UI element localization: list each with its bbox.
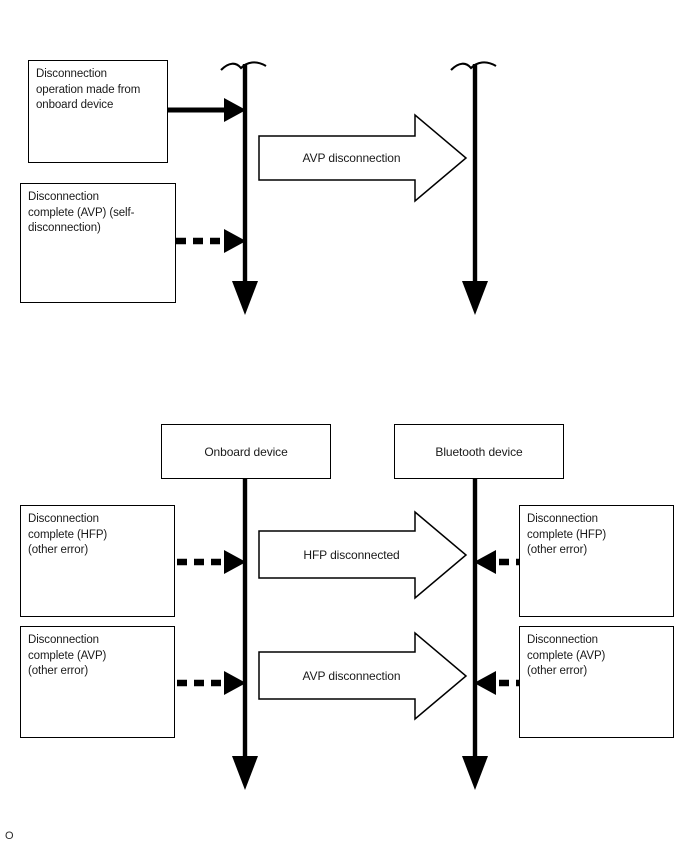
note-hfp-other-error-left: Disconnection complete (HFP) (other erro… [20, 505, 175, 617]
note-avp-other-error-right: Disconnection complete (AVP) (other erro… [519, 626, 674, 738]
lifeline-break-wave-icon [220, 61, 267, 71]
note-text: Disconnection complete (HFP) (other erro… [28, 513, 108, 557]
note-body: Disconnection complete (AVP) (other erro… [20, 626, 175, 738]
arrow-head-icon [224, 550, 246, 574]
block-arrow-avp-disconnection-top [258, 113, 468, 203]
block-arrow-hfp-disconnected [258, 510, 468, 600]
arrow-head-icon [474, 550, 496, 574]
note-text: Disconnection complete (AVP) (other erro… [527, 634, 606, 678]
arrow-disconnect-operation [168, 98, 246, 122]
block-arrow-avp-disconnection-bottom [258, 631, 468, 721]
bluetooth-lifeline-top [450, 61, 497, 315]
header-bluetooth-device-label: Bluetooth device [435, 444, 523, 459]
arrow-avp-other-error-left [177, 671, 246, 695]
note-avp-other-error-left: Disconnection complete (AVP) (other erro… [20, 626, 175, 738]
note-text: Disconnection complete (HFP) (other erro… [527, 513, 607, 557]
arrow-head-icon [224, 98, 246, 122]
header-onboard-device: Onboard device [161, 424, 331, 479]
note-hfp-other-error-right: Disconnection complete (HFP) (other erro… [519, 505, 674, 617]
arrow-head-icon [224, 671, 246, 695]
note-body: Disconnection operation made from onboar… [28, 60, 168, 163]
onboard-lifeline-top [220, 61, 267, 315]
note-text: Disconnection complete (AVP) (other erro… [28, 634, 107, 678]
note-text: Disconnection complete (AVP) (self- disc… [28, 191, 135, 235]
arrow-hfp-other-error-left [177, 550, 246, 574]
lifeline-end-arrowhead-icon [462, 756, 488, 790]
lifeline-end-arrowhead-icon [232, 281, 258, 315]
lifeline-end-arrowhead-icon [232, 756, 258, 790]
note-disconnect-complete-avp-self: Disconnection complete (AVP) (self- disc… [20, 183, 176, 303]
bluetooth-lifeline-bottom [462, 478, 488, 790]
note-disconnect-operation: Disconnection operation made from onboar… [28, 60, 168, 163]
note-body: Disconnection complete (HFP) (other erro… [519, 505, 674, 617]
arrow-head-icon [224, 229, 246, 253]
page-corner-mark: O [5, 830, 14, 842]
note-body: Disconnection complete (HFP) (other erro… [20, 505, 175, 617]
lifeline-end-arrowhead-icon [462, 281, 488, 315]
onboard-lifeline-bottom [232, 478, 258, 790]
note-text: Disconnection operation made from onboar… [36, 68, 141, 112]
note-body: Disconnection complete (AVP) (other erro… [519, 626, 674, 738]
header-bluetooth-device: Bluetooth device [394, 424, 564, 479]
note-body: Disconnection complete (AVP) (self- disc… [20, 183, 176, 303]
arrow-disconnect-complete-avp-self [176, 229, 246, 253]
lifeline-break-wave-icon [450, 61, 497, 71]
arrow-head-icon [474, 671, 496, 695]
header-onboard-device-label: Onboard device [204, 444, 288, 459]
